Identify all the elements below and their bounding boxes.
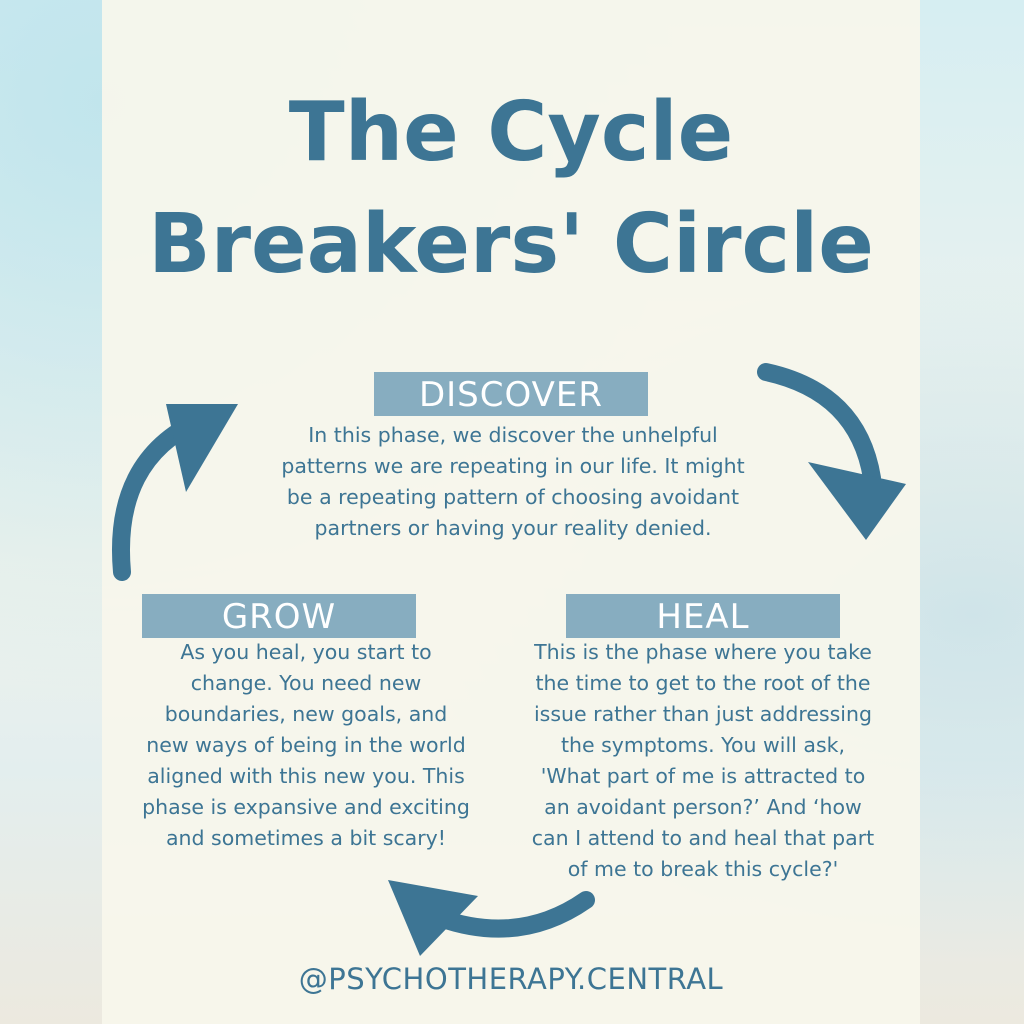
- grow-text: As you heal, you start to change. You ne…: [142, 640, 470, 850]
- title-line-1: The Cycle: [288, 85, 734, 180]
- discover-label: DISCOVER: [374, 372, 648, 416]
- heal-text: This is the phase where you take the tim…: [531, 640, 875, 881]
- discover-text: In this phase, we discover the unhelpful…: [281, 423, 745, 540]
- heal-label: HEAL: [566, 594, 840, 638]
- grow-label: GROW: [142, 594, 416, 638]
- arrow-discover-to-heal-icon: [757, 363, 906, 540]
- arrow-grow-to-discover-icon: [112, 404, 238, 581]
- title-line-2: Breakers' Circle: [148, 197, 874, 292]
- content-panel: [102, 0, 920, 1024]
- arrow-heal-to-grow-icon: [388, 880, 595, 956]
- footer-handle: @PSYCHOTHERAPY.CENTRAL: [298, 962, 724, 996]
